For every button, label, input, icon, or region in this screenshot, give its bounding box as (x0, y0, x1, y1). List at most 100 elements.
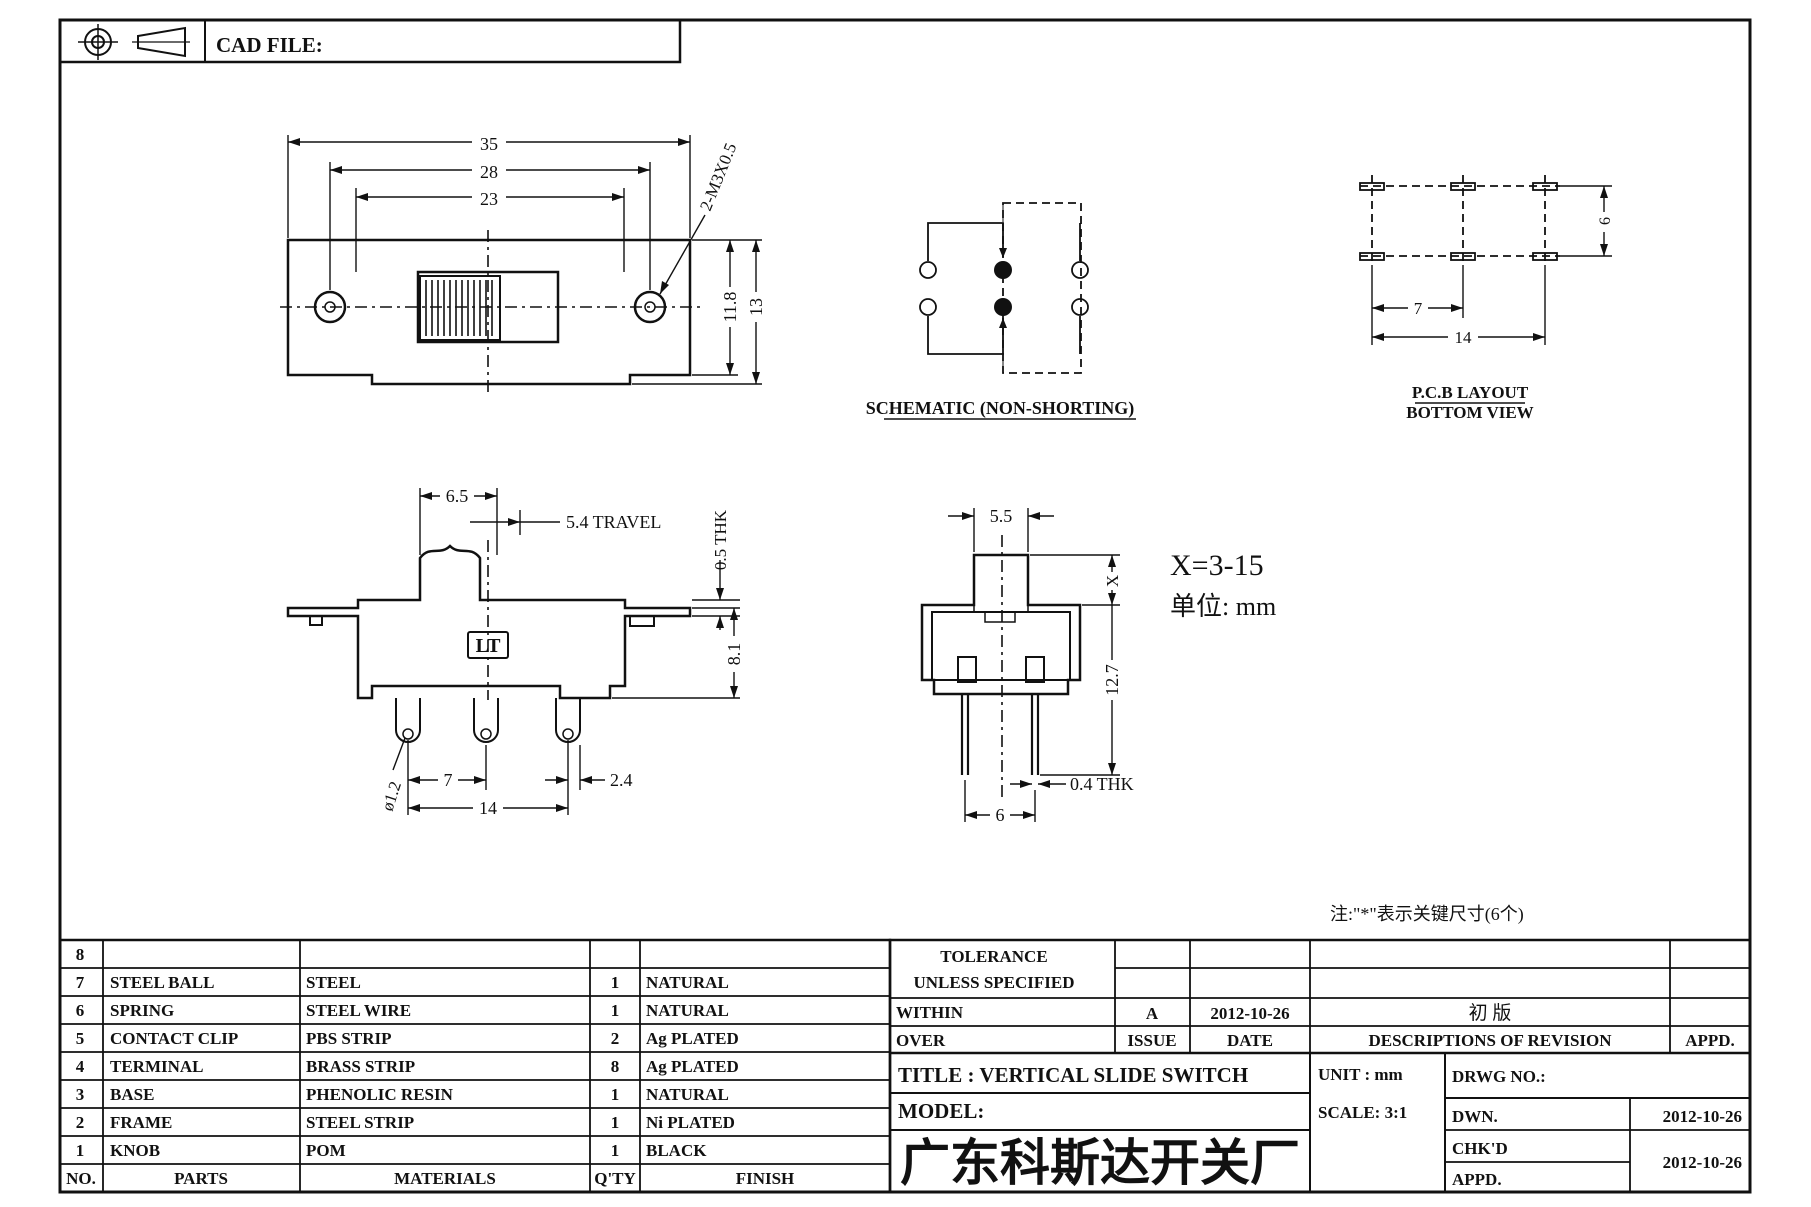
bom-row-finish: BLACK (646, 1141, 707, 1160)
bom-row-qty: 2 (611, 1029, 620, 1048)
end-dim-0-4-thk: 0.4 THK (1070, 774, 1134, 794)
unit-note: 单位: mm (1170, 592, 1276, 621)
bom-row-no: 1 (76, 1141, 85, 1160)
drawn-date: 2012-10-26 (1663, 1107, 1742, 1126)
bom-row-no: 8 (76, 945, 85, 964)
model-label: MODEL: (898, 1099, 984, 1123)
within-label: WITHIN (896, 1003, 964, 1022)
bom-row-qty: 1 (611, 1001, 620, 1020)
end-dim-12-7: 12.7 (1102, 664, 1122, 696)
bom-row-material: STEEL WIRE (306, 1001, 411, 1020)
dim-35: 35 (480, 134, 498, 154)
side-dim-7: 7 (444, 770, 453, 790)
bom-row-part: CONTACT CLIP (110, 1029, 238, 1048)
bom-row-no: 7 (76, 973, 85, 992)
bom-row-part: TERMINAL (110, 1057, 204, 1076)
pcb-dim-7: 7 (1414, 299, 1423, 318)
x-range-note: X=3-15 (1170, 549, 1264, 582)
dim-23: 23 (480, 189, 498, 209)
side-dim-14: 14 (479, 798, 497, 818)
side-view: LT 6.5 5.4 TRAVEL 0.5 THK 8.1 (286, 484, 746, 818)
scale-label: SCALE: 3:1 (1318, 1103, 1407, 1122)
top-view: 35 28 23 2-M3X0.5 11.8 13 (280, 130, 768, 392)
header-box: CAD FILE: (58, 18, 682, 64)
unit-label: UNIT : mm (1318, 1065, 1403, 1084)
side-dim-0-5-thk: 0.5 THK (711, 509, 730, 570)
schematic-view: SCHEMATIC (NON-SHORTING) (866, 202, 1136, 420)
bom-row-no: 6 (76, 1001, 85, 1020)
date-header: DATE (1227, 1031, 1273, 1050)
bom-row-no: 3 (76, 1085, 85, 1104)
bom-row-qty: 8 (611, 1057, 620, 1076)
bom-row-qty: 1 (611, 973, 620, 992)
pcb-caption-2: BOTTOM VIEW (1406, 403, 1533, 422)
unless-specified-label: UNLESS SPECIFIED (913, 973, 1074, 992)
bom-row-material: STEEL (306, 973, 361, 992)
bom-row-material: POM (306, 1141, 346, 1160)
side-dim-6-5: 6.5 (446, 486, 469, 506)
bom-header-finish: FINISH (736, 1169, 795, 1188)
side-dim-travel: 5.4 TRAVEL (566, 512, 661, 532)
dim-13: 13 (746, 298, 766, 316)
bom-row-finish: NATURAL (646, 973, 729, 992)
bom-row-finish: Ag PLATED (646, 1057, 739, 1076)
bom-row-finish: NATURAL (646, 1001, 729, 1020)
footnote: 注:"*"表示关键尺寸(6个) (1330, 904, 1524, 925)
drawing-number-label: DRWG NO.: (1452, 1067, 1546, 1086)
bom-row-part: STEEL BALL (110, 973, 214, 992)
bom-row-qty: 1 (611, 1085, 620, 1104)
knob-ribs (419, 275, 501, 341)
tolerance-label: TOLERANCE (940, 947, 1047, 966)
bom-row-qty: 1 (611, 1113, 620, 1132)
end-dim-5-5: 5.5 (990, 506, 1013, 526)
bom-row-qty: 1 (611, 1141, 620, 1160)
end-dim-6: 6 (996, 805, 1005, 825)
checked-label: CHK'D (1452, 1139, 1508, 1158)
bom-row-material: PBS STRIP (306, 1029, 392, 1048)
bom-row-no: 4 (76, 1057, 85, 1076)
third-angle-projection-icon (78, 24, 190, 60)
issue-header: ISSUE (1127, 1031, 1176, 1050)
dim-11-8: 11.8 (720, 292, 740, 323)
bom-row-part: SPRING (110, 1001, 174, 1020)
bom-row-finish: NATURAL (646, 1085, 729, 1104)
bom-header-parts: PARTS (174, 1169, 228, 1188)
pcb-caption-1: P.C.B LAYOUT (1412, 383, 1529, 402)
bom-header-materials: MATERIALS (394, 1169, 496, 1188)
side-dim-diameter: ø1.2 (378, 779, 405, 813)
pcb-dim-14: 14 (1455, 328, 1473, 347)
rev-issue: A (1146, 1004, 1159, 1023)
side-dim-2-4: 2.4 (610, 770, 633, 790)
bom-header-no: NO. (66, 1169, 96, 1188)
bom-header-qty: Q'TY (594, 1169, 636, 1188)
approved-label: APPD. (1452, 1170, 1502, 1189)
cad-file-label: CAD FILE: (216, 33, 323, 57)
bom-row-finish: Ag PLATED (646, 1029, 739, 1048)
appd-header: APPD. (1685, 1031, 1735, 1050)
pcb-layout-view: 6 7 14 P.C.B LAYOUT BOTTOM VIEW (1359, 175, 1616, 422)
bom-row-part: BASE (110, 1085, 154, 1104)
bom-row-material: STEEL STRIP (306, 1113, 414, 1132)
checked-date: 2012-10-26 (1663, 1153, 1742, 1172)
company-name: 广东科斯达开关厂 (900, 1135, 1300, 1191)
bom-row-material: PHENOLIC RESIN (306, 1085, 454, 1104)
bom-row-no: 2 (76, 1113, 85, 1132)
schematic-caption: SCHEMATIC (NON-SHORTING) (866, 398, 1135, 419)
end-dim-x: X (1103, 575, 1122, 587)
end-view: 5.5 X 12.7 0.4 THK 6 (920, 506, 1134, 825)
bom-row-no: 5 (76, 1029, 85, 1048)
bom-row-finish: Ni PLATED (646, 1113, 735, 1132)
bom-row-material: BRASS STRIP (306, 1057, 415, 1076)
bom-row-part: KNOB (110, 1141, 160, 1160)
over-label: OVER (896, 1031, 946, 1050)
brand-mark: LT (476, 635, 502, 657)
bom-row-part: FRAME (110, 1113, 172, 1132)
pcb-dim-6: 6 (1597, 217, 1614, 225)
rev-description: 初 版 (1469, 1002, 1512, 1024)
side-dim-8-1: 8.1 (724, 643, 744, 666)
descriptions-header: DESCRIPTIONS OF REVISION (1368, 1031, 1612, 1050)
rev-date: 2012-10-26 (1210, 1004, 1289, 1023)
drawing-title: TITLE : VERTICAL SLIDE SWITCH (898, 1063, 1248, 1087)
